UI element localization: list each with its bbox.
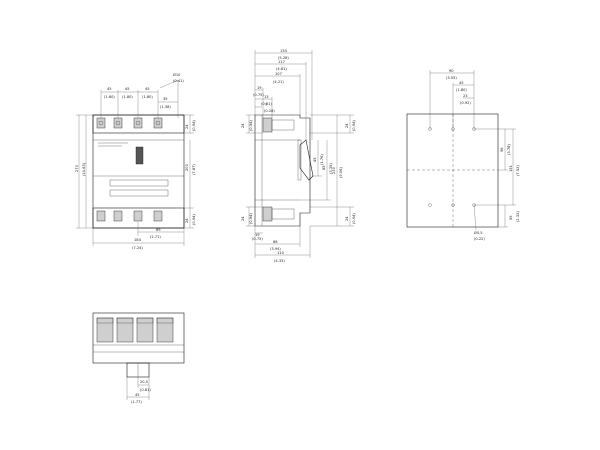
side-depth-2: 117 [278, 60, 285, 64]
front-offset: 35 [163, 97, 168, 101]
side-top-term-r: 24 [345, 123, 349, 128]
side-depth-2-in: (4.61) [276, 67, 287, 71]
side-d-a: 19 [257, 86, 262, 90]
side-handle-h-in: (1.76) [320, 154, 324, 165]
bottom-dim-a: 20.5 [140, 380, 148, 384]
side-bot-a: 19 [255, 233, 260, 237]
side-total-h-in: (9.06) [339, 167, 343, 178]
side-handle-h2: 85 [322, 165, 326, 170]
drill-outline [406, 113, 499, 228]
side-d-c: 7 [265, 103, 267, 107]
drill-h-total: 191 [509, 165, 513, 172]
front-pitch-3: 45 [145, 87, 150, 91]
side-depth-3: 107 [275, 72, 282, 76]
drill-w-a-in: (3.55) [446, 76, 457, 80]
front-pitch-3-in: (1.80) [142, 95, 153, 99]
front-overall-width: 184 [134, 238, 142, 242]
bottom-view: 20.5 (0.81) 45 (1.77) [92, 312, 185, 404]
side-top-term: 24 [241, 123, 245, 128]
front-pitch-2: 45 [125, 87, 130, 91]
front-pitch-1: 45 [107, 87, 112, 91]
side-bot-c-in: (4.33) [274, 259, 285, 263]
side-depth-total-in: (5.28) [278, 56, 289, 60]
side-total-h: 230 [332, 166, 336, 174]
front-overall-width-in: (7.24) [132, 246, 143, 250]
front-pitch-2-in: (1.80) [122, 95, 133, 99]
front-handle [135, 146, 144, 165]
front-term-bottom-in: (0.94) [192, 214, 196, 225]
front-offset-in: (1.38) [160, 105, 171, 109]
front-top-terminals [92, 114, 185, 134]
drill-h-a: 96 [500, 147, 504, 152]
side-d-b: 13 [264, 95, 269, 99]
drill-h-total-in: (7.52) [516, 165, 520, 176]
front-view: 45 (1.80) 45 (1.80) 45 (1.80) 35 (1.38) … [75, 72, 196, 250]
drill-hole-dia: Ø5.5 [474, 230, 483, 235]
drill-view: 90 (3.55) 45 (1.80) 23 (0.92) 96 (3.78) … [406, 69, 520, 241]
side-bottom-term-r: 24 [345, 216, 349, 221]
side-bot-a-in: (0.75) [252, 237, 263, 241]
side-bot-c: 110 [277, 251, 285, 255]
front-term-top-in: (0.94) [192, 120, 196, 131]
bottom-dim-a-in: (0.81) [140, 388, 151, 392]
drill-hole-bm [451, 203, 455, 207]
side-bot-b-in: (3.94) [270, 247, 281, 251]
side-bottom-term-in: (0.94) [249, 213, 253, 224]
side-top-term-r-in: (0.94) [352, 120, 356, 131]
side-view: 134 (5.28) 117 (4.61) 107 (4.21) 19 (0.7… [241, 49, 356, 263]
front-mid-height-in: (7.87) [192, 164, 196, 175]
drill-w-b-in: (1.80) [456, 88, 467, 92]
side-handle [299, 139, 314, 181]
front-centre-offset-in: (2.71) [150, 235, 161, 239]
drill-hole-dia-in: (0.22) [474, 237, 485, 241]
front-centre-offset: 69 [156, 228, 161, 232]
side-depth-3-in: (4.21) [273, 80, 284, 84]
side-bottom-term: 24 [241, 216, 245, 221]
front-hole-dia: Ø10 [173, 72, 181, 77]
drill-hole-bl [428, 203, 432, 207]
front-hole-dia-in: (0.41) [173, 79, 184, 83]
front-bottom-terminals [92, 207, 185, 229]
bottom-dim-b-in: (1.77) [131, 400, 142, 404]
bottom-dim-b: 45 [135, 393, 140, 397]
drill-h-b-in: (2.32) [516, 211, 520, 222]
front-pitch-1-in: (1.80) [104, 95, 115, 99]
side-d-c-in: (0.28) [264, 109, 275, 113]
drill-w-c: 23 [463, 94, 468, 98]
drill-h-a-in: (3.78) [507, 144, 511, 155]
side-d-a-in: (0.75) [253, 93, 264, 97]
side-d-b-in: (0.51) [261, 102, 272, 106]
front-overall-height-in: (10.63) [82, 162, 86, 176]
side-handle-h2-in: (3.35) [329, 163, 333, 174]
drill-w-a: 90 [449, 69, 454, 73]
side-depth-total: 134 [280, 49, 288, 53]
front-term-top: 24 [185, 124, 189, 129]
drill-w-c-in: (0.92) [460, 101, 471, 105]
front-mid-height: 200 [185, 163, 189, 171]
front-overall-height: 270 [75, 164, 79, 172]
side-top-term-in: (0.94) [249, 120, 253, 131]
drill-h-b: 59 [509, 215, 513, 220]
drill-w-b: 45 [459, 81, 464, 85]
front-term-bottom: 24 [185, 218, 189, 223]
side-outline [254, 114, 311, 227]
side-bottom-term-r-in: (0.94) [352, 213, 356, 224]
side-bot-b: 86 [273, 240, 278, 244]
side-handle-h: 45 [313, 157, 317, 162]
